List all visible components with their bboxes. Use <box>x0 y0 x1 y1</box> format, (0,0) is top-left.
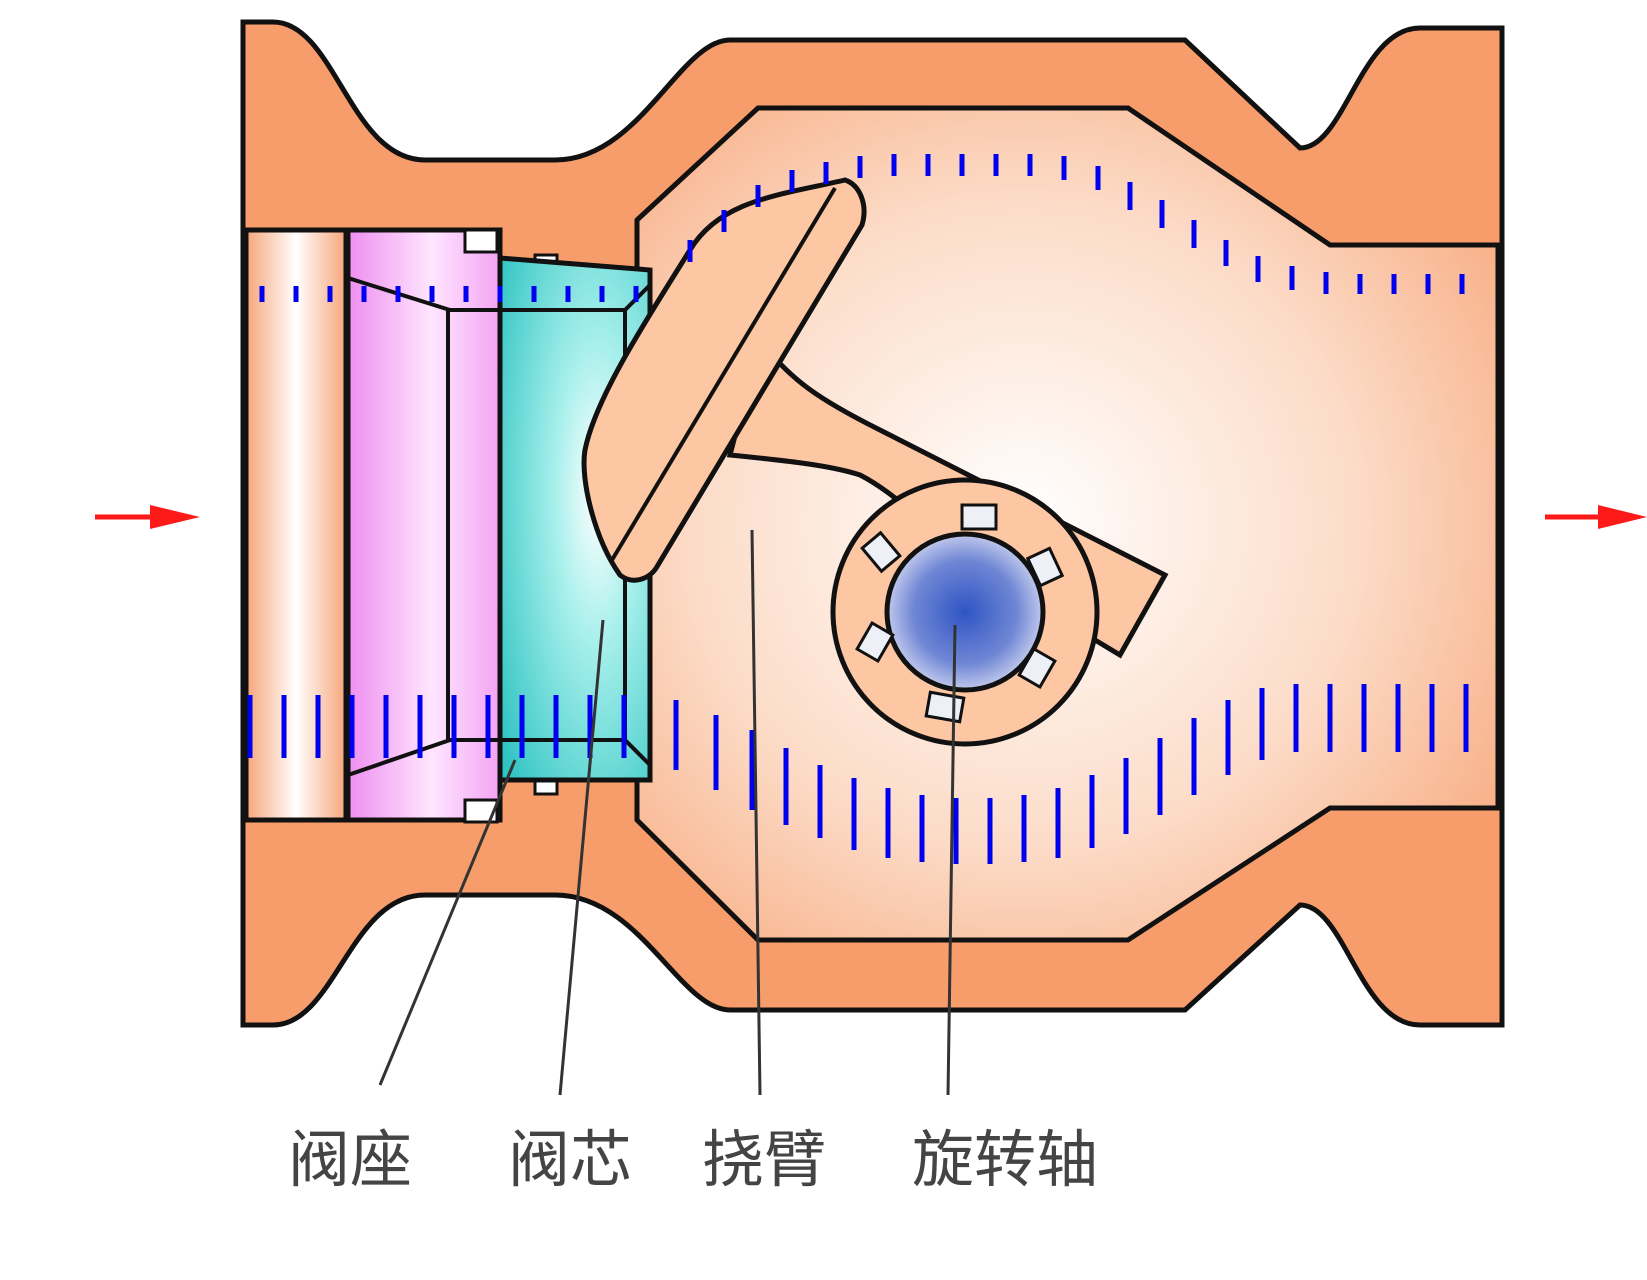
leader-valve-core <box>558 619 605 1096</box>
shaft-bolts <box>855 503 1065 724</box>
leader-rotating-shaft <box>946 624 957 1096</box>
seat-screw <box>463 228 499 254</box>
label-valve-seat: 阀座 <box>288 1123 413 1196</box>
arrow-right-icon <box>1545 505 1647 529</box>
inlet-bore <box>243 227 349 823</box>
leader-lines <box>378 529 957 1096</box>
leader-valve-seat <box>378 759 517 1086</box>
swing-disc-face <box>610 186 837 562</box>
label-swing-arm: 挠臂 <box>702 1123 827 1196</box>
rotating-shaft <box>884 531 1046 693</box>
label-valve-core: 阀芯 <box>508 1123 633 1196</box>
lower-streamline <box>247 684 1469 864</box>
valve-seat-bevel <box>347 276 500 777</box>
label-rotating-shaft: 旋转轴 <box>912 1123 1099 1196</box>
valve-seat <box>345 227 503 823</box>
upper-streamline <box>259 154 1465 302</box>
swing-disc <box>581 177 867 583</box>
seat-screw <box>463 798 499 824</box>
leader-swing-arm <box>750 529 762 1096</box>
arrow-right-icon <box>95 505 200 529</box>
